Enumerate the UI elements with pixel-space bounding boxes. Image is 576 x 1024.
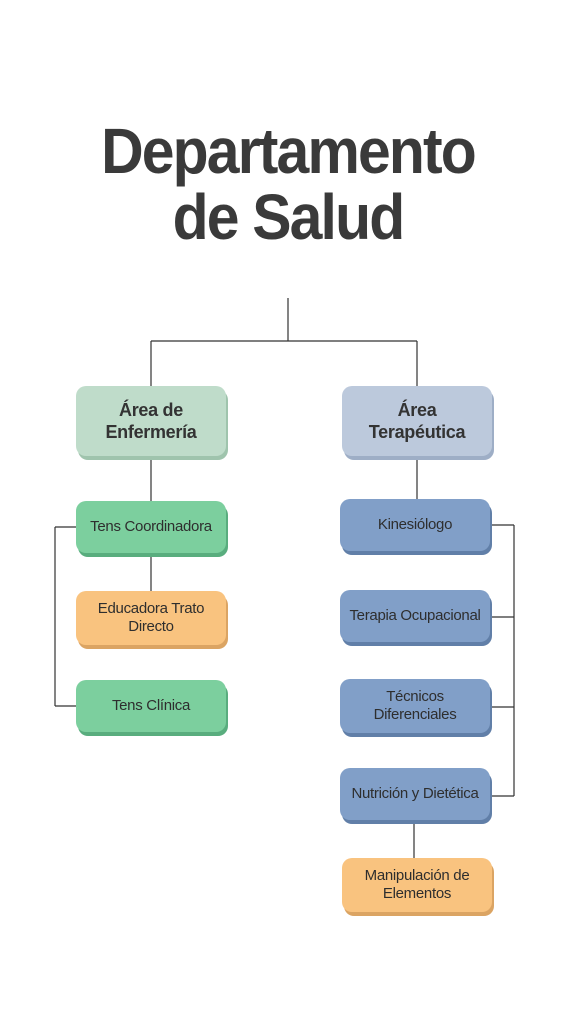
page-title: Departamento de Salud	[23, 118, 553, 250]
role-label: Tens Clínica	[111, 697, 191, 714]
role-label: Nutrición y Dietética	[351, 785, 479, 802]
role-label: Terapia Ocupacional	[349, 607, 481, 624]
role-label: Educadora Trato Directo	[97, 600, 205, 635]
role-manipulacion-elementos: Manipulación de Elementos	[342, 858, 492, 912]
area-terapeutica-box: Área Terapéutica	[342, 386, 492, 456]
role-tecnicos-diferenciales: Técnicos Diferenciales	[340, 679, 490, 733]
role-label: Tens Coordinadora	[90, 518, 212, 535]
role-nutricion-dietetica: Nutrición y Dietética	[340, 768, 490, 820]
title-line-2: de Salud	[172, 181, 406, 253]
role-label: Kinesiólogo	[377, 516, 453, 533]
area-terapeutica-label: Área Terapéutica	[368, 400, 466, 442]
area-enfermeria-box: Área de Enfermería	[76, 386, 226, 456]
role-tens-clinica: Tens Clínica	[76, 680, 226, 732]
area-enfermeria-label: Área de Enfermería	[105, 400, 197, 442]
role-label: Técnicos Diferenciales	[373, 688, 457, 723]
title-line-1: Departamento	[101, 115, 477, 187]
role-educadora-trato-directo: Educadora Trato Directo	[76, 591, 226, 645]
role-kinesiologo: Kinesiólogo	[340, 499, 490, 551]
role-label: Manipulación de Elementos	[364, 867, 470, 902]
role-terapia-ocupacional: Terapia Ocupacional	[340, 590, 490, 642]
role-tens-coordinadora: Tens Coordinadora	[76, 501, 226, 553]
